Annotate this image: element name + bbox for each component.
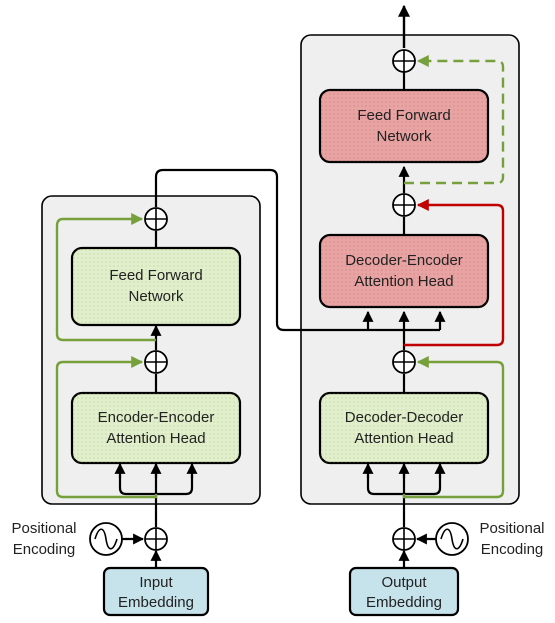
dec-pos-label-1: Positional xyxy=(479,520,544,537)
enc-add-node-top xyxy=(144,207,168,231)
enc-residual-2 xyxy=(55,213,156,342)
enc-attn-label-1: Encoder-Encoder xyxy=(98,409,215,426)
dec-self-label-1: Decoder-Decoder xyxy=(345,409,463,426)
dec-residual-2 xyxy=(404,199,505,347)
enc-attn-label-2: Attention Head xyxy=(106,430,205,447)
output-embedding-box xyxy=(348,566,460,617)
dec-cross-label-2: Attention Head xyxy=(354,273,453,290)
dec-self-label-2: Attention Head xyxy=(354,430,453,447)
enc-positional-encoding-icon xyxy=(89,522,123,556)
enc-to-dec-connection xyxy=(154,168,440,332)
dec-add-node-top xyxy=(392,49,416,73)
dec-ffn-label-1: Feed Forward xyxy=(357,107,450,124)
dec-cross-label-1: Decoder-Encoder xyxy=(345,252,463,269)
enc-residual-1 xyxy=(55,356,158,499)
input-embedding-box xyxy=(102,566,210,617)
dec-add-node-upper xyxy=(392,193,416,217)
enc-pos-label-2: Encoding xyxy=(13,541,76,558)
output-embedding-label-1: Output xyxy=(381,574,427,591)
dec-add-node-mid xyxy=(392,350,416,374)
enc-ffn-label-2: Network xyxy=(128,288,184,305)
enc-ffn-label-1: Feed Forward xyxy=(109,267,202,284)
dec-add-node-input xyxy=(392,527,416,551)
input-embedding-label-2: Embedding xyxy=(118,594,194,611)
dec-ffn-label-2: Network xyxy=(376,128,432,145)
input-embedding-label-1: Input xyxy=(139,574,173,591)
enc-pos-label-1: Positional xyxy=(11,520,76,537)
output-embedding-label-2: Embedding xyxy=(366,594,442,611)
dec-positional-encoding-icon xyxy=(435,522,469,556)
dec-residual-1 xyxy=(402,356,505,499)
enc-add-node-mid xyxy=(144,350,168,374)
dec-pos-label-2: Encoding xyxy=(481,541,544,558)
enc-add-node-input xyxy=(144,527,168,551)
